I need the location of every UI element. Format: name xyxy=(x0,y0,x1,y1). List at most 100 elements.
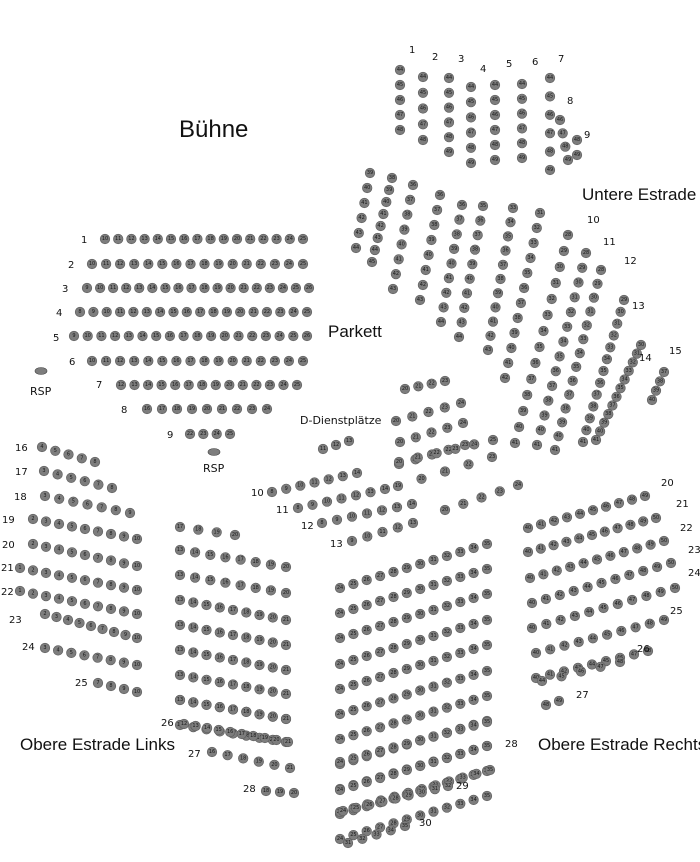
seat[interactable]: 14 xyxy=(152,233,163,245)
seat[interactable]: 48 xyxy=(632,543,643,554)
seat[interactable]: 37 xyxy=(546,380,558,392)
seat[interactable]: 2 xyxy=(27,565,39,576)
seat[interactable]: 9 xyxy=(68,330,80,342)
seat[interactable]: 22 xyxy=(255,258,266,270)
seat[interactable]: 19 xyxy=(254,609,265,621)
seat-circle[interactable] xyxy=(105,579,117,591)
seat[interactable]: 33 xyxy=(455,571,466,583)
seat[interactable]: 45 xyxy=(586,529,598,541)
seat[interactable]: 29 xyxy=(618,294,630,306)
seat-circle[interactable] xyxy=(213,258,224,270)
seat[interactable]: 24 xyxy=(334,784,346,796)
seat[interactable]: 38 xyxy=(560,403,571,414)
seat[interactable]: 2 xyxy=(39,608,51,620)
seat[interactable]: 18 xyxy=(250,582,261,594)
seat[interactable]: 32 xyxy=(546,293,557,305)
seat[interactable]: 40 xyxy=(522,522,534,534)
seat-circle[interactable] xyxy=(297,233,309,245)
seat[interactable]: 15 xyxy=(205,549,216,561)
seat[interactable]: 14 xyxy=(202,722,213,734)
seat[interactable]: 44 xyxy=(489,79,501,91)
seat[interactable]: 17 xyxy=(185,355,196,367)
seat[interactable]: 19 xyxy=(213,258,224,270)
seat[interactable]: 45 xyxy=(596,577,607,589)
seat[interactable]: 13 xyxy=(129,379,140,391)
seat[interactable]: 47 xyxy=(557,128,568,139)
seat[interactable]: 27 xyxy=(375,772,386,784)
seat-circle[interactable] xyxy=(205,574,216,586)
seat-circle[interactable] xyxy=(271,734,282,746)
seat[interactable]: 12 xyxy=(376,505,388,516)
seat[interactable]: 12 xyxy=(330,439,342,451)
seat-circle[interactable] xyxy=(361,508,373,519)
seat[interactable]: 6 xyxy=(79,523,91,535)
seat[interactable]: 10 xyxy=(131,686,143,698)
seat[interactable]: 34 xyxy=(468,794,479,806)
seat[interactable]: 33 xyxy=(455,622,466,634)
seat[interactable]: 14 xyxy=(143,379,154,391)
seat[interactable]: 33 xyxy=(528,237,539,249)
seat-circle[interactable] xyxy=(431,448,442,459)
seat-circle[interactable] xyxy=(455,546,466,558)
seat[interactable]: 11 xyxy=(100,355,112,367)
seat[interactable]: 10 xyxy=(362,531,373,542)
seat-circle[interactable] xyxy=(214,676,225,688)
seat-circle[interactable] xyxy=(85,620,97,632)
seat-circle[interactable] xyxy=(321,496,333,507)
seat[interactable]: 16 xyxy=(173,282,184,294)
seat[interactable]: 43 xyxy=(456,317,467,328)
seat[interactable]: 15 xyxy=(157,258,168,270)
seat-circle[interactable] xyxy=(261,306,273,318)
seat-circle[interactable] xyxy=(297,355,309,367)
seat-circle[interactable] xyxy=(254,684,265,695)
seat[interactable]: 10 xyxy=(131,632,143,644)
seat[interactable]: 41 xyxy=(590,434,602,446)
seat[interactable]: 15 xyxy=(201,624,212,636)
seat-circle[interactable] xyxy=(205,549,216,561)
seat-circle[interactable] xyxy=(290,282,302,294)
seat[interactable]: 31 xyxy=(550,277,561,289)
seat[interactable]: 41 xyxy=(503,357,514,369)
seat[interactable]: 8 xyxy=(105,680,117,692)
seat[interactable]: 36 xyxy=(456,199,468,211)
seat[interactable]: 13 xyxy=(174,569,186,581)
seat-circle[interactable] xyxy=(124,507,136,519)
seat[interactable]: 23 xyxy=(439,402,450,413)
seat[interactable]: 38 xyxy=(386,172,398,184)
seat[interactable]: 11 xyxy=(361,508,373,519)
seat[interactable]: 19 xyxy=(212,282,223,294)
seat-circle[interactable] xyxy=(269,258,281,270)
seat[interactable]: 4 xyxy=(53,593,65,604)
seat-circle[interactable] xyxy=(174,544,186,556)
seat[interactable]: 41 xyxy=(535,519,547,530)
seat-circle[interactable] xyxy=(216,403,228,415)
seat[interactable]: 31 xyxy=(428,706,439,717)
seat[interactable]: 20 xyxy=(227,258,238,270)
seat-circle[interactable] xyxy=(109,330,121,342)
seat[interactable]: 31 xyxy=(428,681,439,692)
seat[interactable]: 48 xyxy=(626,494,638,505)
seat[interactable]: 19 xyxy=(265,559,277,570)
seat-circle[interactable] xyxy=(156,403,168,415)
seat-circle[interactable] xyxy=(192,233,203,245)
seat-circle[interactable] xyxy=(236,728,247,740)
seat-circle[interactable] xyxy=(220,577,231,588)
seat[interactable]: 31 xyxy=(342,837,354,849)
seat[interactable]: 2 xyxy=(27,513,39,525)
seat[interactable]: 34 xyxy=(574,348,585,359)
seat[interactable]: 26 xyxy=(303,282,315,294)
seat[interactable]: 27 xyxy=(375,570,386,582)
seat[interactable]: 27 xyxy=(375,745,386,757)
seat[interactable]: 21 xyxy=(280,614,292,626)
seat-circle[interactable] xyxy=(131,584,143,596)
seat-circle[interactable] xyxy=(281,483,292,494)
seat[interactable]: 26 xyxy=(361,776,372,788)
seat[interactable]: 1 xyxy=(14,585,26,597)
seat-circle[interactable] xyxy=(66,521,78,532)
seat-circle[interactable] xyxy=(255,258,266,270)
seat-circle[interactable] xyxy=(388,591,399,603)
seat[interactable]: 9 xyxy=(118,558,130,569)
seat[interactable]: 48 xyxy=(394,124,406,136)
seat[interactable]: 32 xyxy=(441,651,453,663)
seat[interactable]: 35 xyxy=(399,820,411,832)
